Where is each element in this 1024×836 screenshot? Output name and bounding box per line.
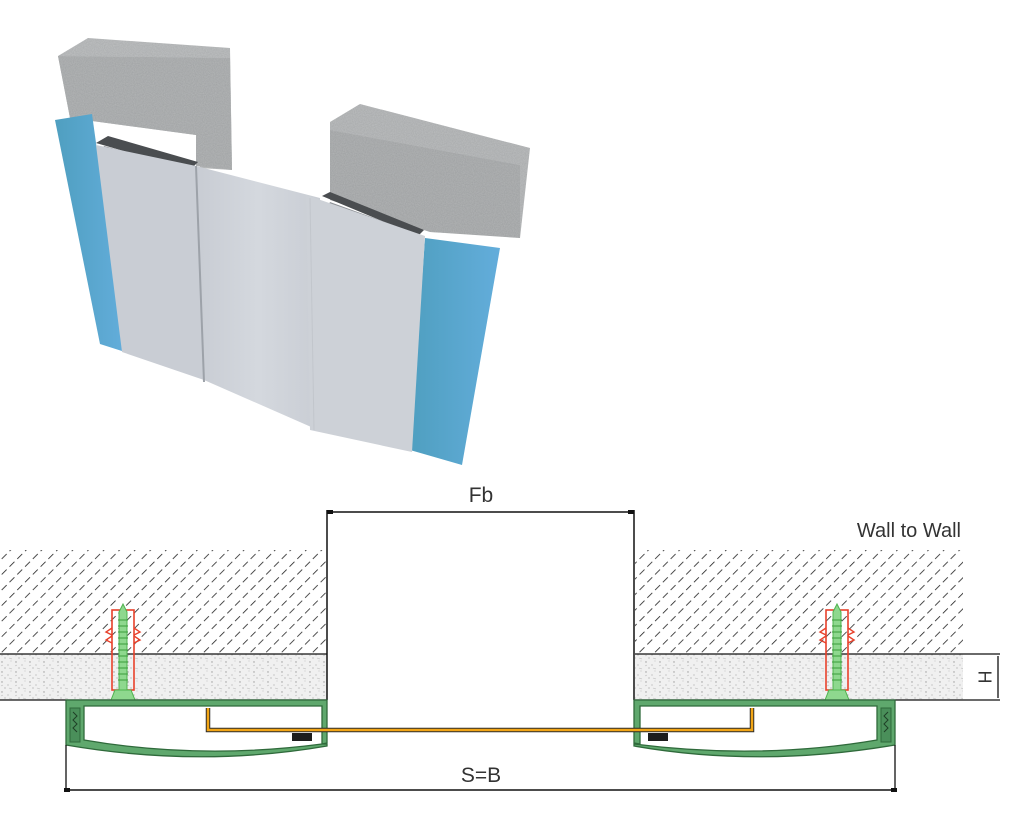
frame-right-body (633, 699, 896, 758)
anchor-left (104, 602, 142, 701)
screw-right-head (824, 689, 850, 701)
frame-clip-right (322, 192, 424, 236)
frame-right-clip (880, 707, 892, 743)
plaster-right (635, 654, 963, 700)
fire-barrier-right (410, 238, 500, 465)
cover-plate-right-panel (306, 195, 425, 452)
wall-left-hatch (0, 550, 327, 654)
frame-left-body (65, 699, 328, 758)
label-h: H (974, 671, 994, 684)
frame-left-clip (69, 707, 81, 743)
cover-plate-section-fill (206, 708, 754, 732)
frame-right-pad (648, 733, 668, 741)
dowel-left-barbs (104, 627, 142, 644)
fb-tick-right (628, 510, 634, 514)
cover-plate-section (205, 708, 755, 733)
screw-right (832, 602, 842, 691)
screw-left-head (110, 689, 136, 701)
joint-section-drawing: Fb Wall to Wall H (0, 484, 1000, 792)
sb-tick-right (891, 788, 897, 792)
base-frame-right (633, 699, 896, 758)
plaster-left (0, 654, 327, 700)
base-frame-left (65, 699, 328, 758)
cover-plate-center (196, 166, 320, 430)
fb-tick-left (327, 510, 333, 514)
label-sb: S=B (461, 764, 501, 787)
joint-3d-render (55, 38, 530, 465)
plate-seam-left (195, 165, 205, 383)
wall-right-hatch (635, 550, 963, 654)
label-fb: Fb (469, 484, 494, 507)
cover-plate-left-panel (96, 145, 204, 380)
section-title: Wall to Wall (857, 520, 961, 542)
anchor-right (818, 602, 856, 701)
plate-seam-right (309, 197, 315, 431)
concrete-wall-left (58, 38, 232, 170)
sb-tick-left (64, 788, 70, 792)
fire-barrier-left (55, 114, 125, 352)
screw-left (118, 602, 128, 691)
frame-left-pad (292, 733, 312, 741)
concrete-wall-right (330, 104, 530, 238)
dowel-right-barbs (818, 627, 856, 644)
